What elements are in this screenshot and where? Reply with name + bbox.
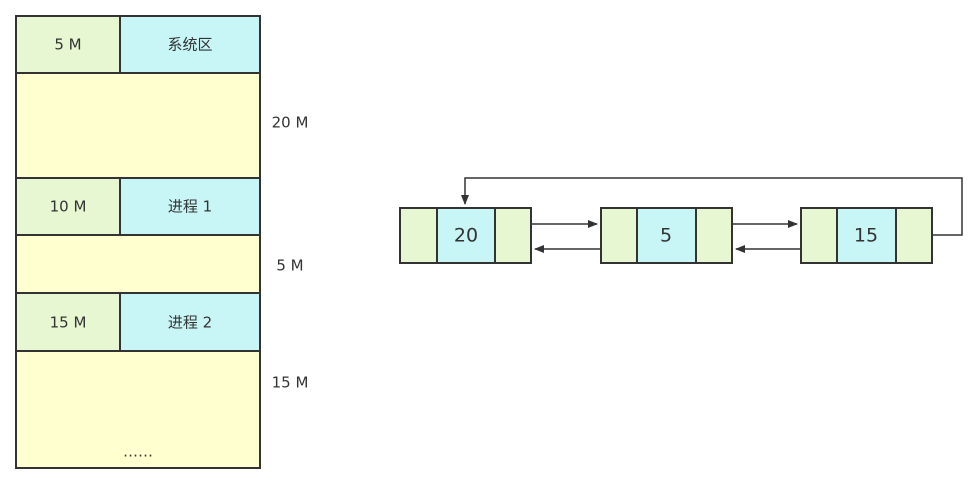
node2-next-pointer [695, 207, 733, 264]
node1-value-cell [436, 207, 496, 264]
node3-prev-pointer [800, 207, 838, 264]
ellipsis-label: …… [123, 443, 153, 461]
free-block-linked-list: 20 5 15 [399, 177, 963, 264]
process2-name-cell [119, 292, 261, 352]
list-node-1: 20 [399, 207, 532, 264]
system-size-label: 5 M [54, 36, 81, 54]
free-block-1 [15, 72, 261, 179]
node2-prev-pointer [600, 207, 638, 264]
process1-size-label: 10 M [50, 198, 87, 216]
system-name-label: 系统区 [167, 36, 212, 54]
node2-value-cell [636, 207, 697, 264]
node1-value: 20 [454, 225, 478, 247]
node3-next-pointer [895, 207, 933, 264]
system-name-cell [119, 15, 261, 74]
node3-value: 15 [854, 225, 878, 247]
process1-name-cell [119, 177, 261, 236]
node2-value: 5 [660, 225, 672, 247]
free-block-3 [15, 350, 261, 469]
node1-next-pointer [494, 207, 532, 264]
memory-table: 5 M 系统区 10 M 进程 1 15 M 进程 2 …… [15, 15, 261, 469]
free-block-2 [15, 234, 261, 294]
node3-value-cell [836, 207, 897, 264]
node1-prev-pointer [399, 207, 438, 264]
list-node-2: 5 [600, 207, 733, 264]
edge-node3-to-node1-circular [461, 177, 963, 236]
free-size-label-3: 15 M [272, 374, 309, 392]
system-size-cell [15, 15, 121, 74]
process2-size-label: 15 M [50, 314, 87, 332]
free-size-label-1: 20 M [272, 114, 309, 132]
free-size-label-2: 5 M [276, 257, 303, 275]
list-node-3: 15 [800, 207, 933, 264]
process1-name-label: 进程 1 [168, 198, 212, 216]
process2-name-label: 进程 2 [168, 314, 212, 332]
